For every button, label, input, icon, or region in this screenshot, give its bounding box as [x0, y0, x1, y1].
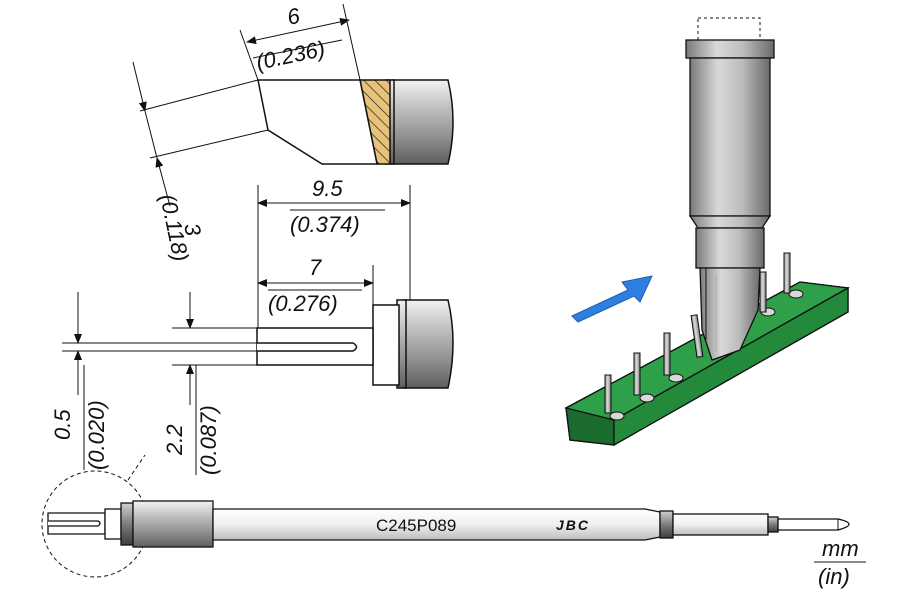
bevel-length-mm: 6 — [285, 3, 303, 30]
tip-width-in: (0.087) — [196, 405, 221, 475]
tip-width-mm: 2.2 — [162, 424, 187, 456]
bevel-side-view: 6 (0.236) 3 (0.118) — [132, 3, 454, 264]
slot-width-in: (0.020) — [84, 400, 109, 470]
bevel-length-in: (0.236) — [254, 36, 327, 75]
jbc-logo: JBC — [556, 517, 590, 533]
unit-secondary: (in) — [818, 564, 850, 589]
application-illustration — [564, 17, 851, 447]
direction-arrow-icon — [571, 275, 653, 323]
part-number: C245P089 — [376, 516, 456, 535]
cartridge-full-view: C245P089 JBC — [41, 454, 850, 578]
brand-logo-text: JBC — [556, 517, 590, 533]
slot-front-view: 9.5 (0.374) 7 (0.276) 0.5 (0.020) 2.2 (0… — [50, 176, 454, 475]
slot-length-in: (0.276) — [268, 291, 338, 316]
overall-length-in: (0.374) — [290, 212, 360, 237]
soldering-cartridge-3d — [685, 17, 775, 361]
unit-primary: mm — [822, 536, 859, 561]
slot-width-mm: 0.5 — [50, 409, 75, 440]
pcb-pins — [604, 252, 804, 421]
overall-length-mm: 9.5 — [312, 176, 343, 201]
bevel-height-in: (0.118) — [155, 192, 194, 264]
slot-length-mm: 7 — [309, 255, 322, 280]
